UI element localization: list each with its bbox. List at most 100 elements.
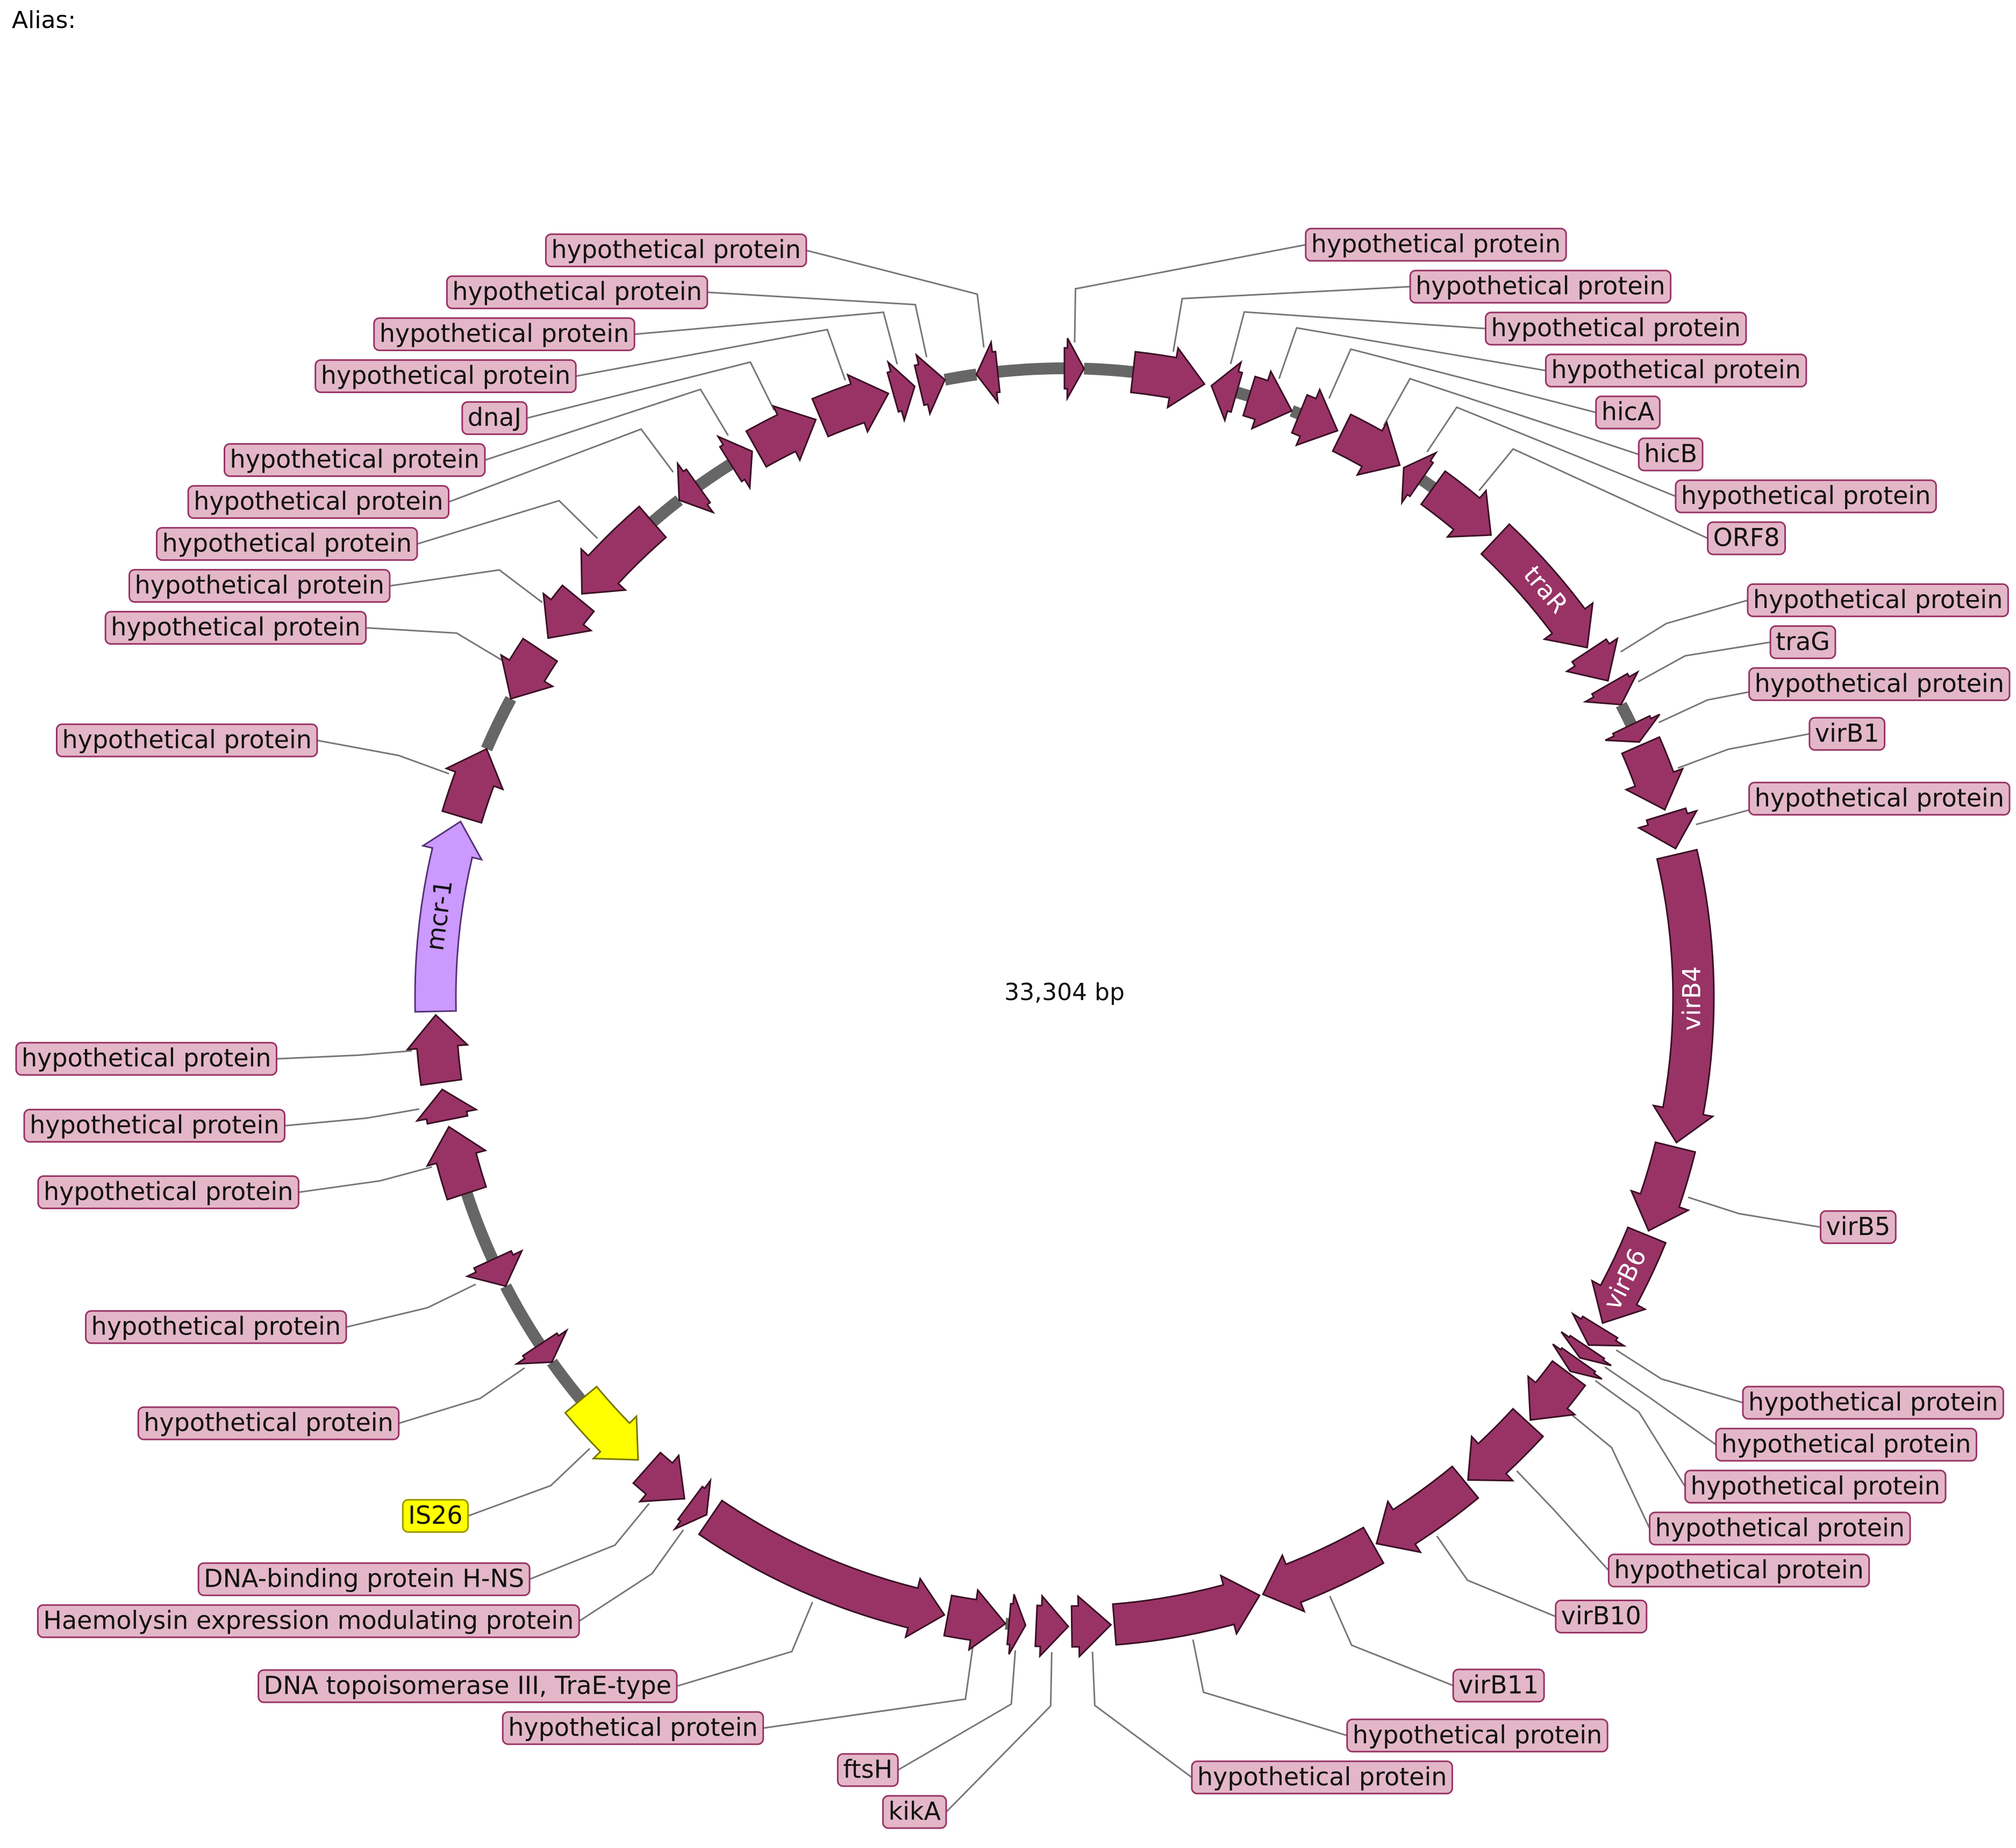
gene-arrow-is26[interactable] — [564, 1385, 639, 1461]
gene-arrow-trag[interactable] — [1582, 670, 1640, 706]
gene-arrow-hypothetical-protein[interactable] — [425, 1125, 488, 1201]
gene-label-hypothetical-protein[interactable]: hypothetical protein — [1346, 1718, 1608, 1753]
gene-label-hypothetical-protein[interactable]: hypothetical protein — [314, 359, 577, 394]
gene-label-haemolysin-expression-modulating-protein[interactable]: Haemolysin expression modulating protein — [37, 1604, 580, 1638]
gene-arrow-hypothetical-protein[interactable] — [1552, 1343, 1603, 1380]
gene-arrow-hica[interactable] — [1291, 387, 1339, 447]
gene-arrow-hypothetical-protein[interactable] — [499, 637, 559, 700]
gene-arrow-hypothetical-protein[interactable] — [464, 1249, 524, 1287]
gene-arrow-hypothetical-protein[interactable] — [1527, 1360, 1586, 1421]
gene-arrow-hypothetical-protein[interactable] — [716, 434, 753, 490]
gene-label-hica[interactable]: hicA — [1595, 395, 1661, 430]
gene-label-hypothetical-protein[interactable]: hypothetical protein — [137, 1406, 400, 1440]
gene-arrow-ftsh[interactable] — [1006, 1594, 1027, 1655]
gene-label-hypothetical-protein[interactable]: hypothetical protein — [23, 1109, 286, 1143]
gene-label-hypothetical-protein[interactable]: hypothetical protein — [15, 1041, 277, 1076]
gene-label-hypothetical-protein[interactable]: hypothetical protein — [1675, 479, 1937, 513]
gene-label-hypothetical-protein[interactable]: hypothetical protein — [104, 611, 367, 645]
gene-arrow-orf8[interactable] — [1420, 470, 1492, 538]
gene-label-text: DNA topoisomerase III, TraE-type — [264, 1671, 671, 1700]
gene-arrow-dna-binding-protein-h-ns[interactable] — [632, 1451, 685, 1503]
gene-label-hypothetical-protein[interactable]: hypothetical protein — [224, 443, 486, 477]
gene-label-hypothetical-protein[interactable]: hypothetical protein — [446, 275, 709, 310]
gene-arrow-virb1[interactable] — [1621, 736, 1684, 811]
gene-arrow-hypothetical-protein[interactable] — [513, 1328, 569, 1365]
gene-arrow-hypothetical-protein[interactable] — [1564, 637, 1619, 682]
gene-arrow-mcr-1[interactable] — [414, 820, 483, 1013]
gene-arrow-hypothetical-protein[interactable] — [580, 505, 667, 595]
gene-arrow-hypothetical-protein[interactable] — [975, 339, 1001, 405]
gene-arrow-hypothetical-protein[interactable] — [1112, 1574, 1261, 1646]
gene-label-dna-topoisomerase-iii-trae-type[interactable]: DNA topoisomerase III, TraE-type — [258, 1669, 678, 1703]
gene-arrow-hypothetical-protein[interactable] — [405, 1014, 469, 1086]
gene-label-hypothetical-protein[interactable]: hypothetical protein — [55, 723, 318, 758]
gene-arrow-hypothetical-protein[interactable] — [542, 584, 595, 639]
gene-label-hypothetical-protein[interactable]: hypothetical protein — [502, 1711, 764, 1745]
gene-label-hypothetical-protein[interactable]: hypothetical protein — [1545, 353, 1807, 388]
gene-arrow-hypothetical-protein[interactable] — [1070, 1594, 1112, 1659]
gene-label-hypothetical-protein[interactable]: hypothetical protein — [1748, 781, 2011, 816]
gene-arrow-hypothetical-protein[interactable] — [1242, 369, 1293, 430]
gene-label-dna-binding-protein-h-ns[interactable]: DNA-binding protein H-NS — [197, 1562, 531, 1596]
gene-label-hicb[interactable]: hicB — [1638, 437, 1704, 472]
gene-label-box — [837, 1753, 899, 1787]
gene-arrow-dnaj[interactable] — [745, 404, 817, 468]
gene-arrow-hypothetical-protein[interactable] — [676, 461, 716, 515]
gene-arrow-hicb[interactable] — [1332, 413, 1401, 476]
gene-arrow-hypothetical-protein[interactable] — [913, 353, 946, 417]
gene-label-dnaj[interactable]: dnaJ — [461, 401, 528, 436]
gene-arrow-virb4[interactable] — [1652, 848, 1715, 1144]
gene-arrow-hypothetical-protein[interactable] — [1129, 346, 1206, 409]
gene-arrow-haemolysin-expression-modulating-protein[interactable] — [672, 1478, 712, 1531]
gene-label-virb5[interactable]: virB5 — [1820, 1210, 1897, 1244]
gene-arrow-hypothetical-protein[interactable] — [1636, 807, 1698, 850]
gene-arrow-hypothetical-protein[interactable] — [441, 747, 505, 824]
gene-label-hypothetical-protein[interactable]: hypothetical protein — [1409, 269, 1672, 304]
gene-arrow-virb11[interactable] — [1262, 1526, 1385, 1613]
gene-arrow-kika[interactable] — [1034, 1594, 1070, 1659]
gene-arrow-hypothetical-protein[interactable] — [1467, 1408, 1545, 1482]
gene-arrow-virb5[interactable] — [1629, 1141, 1697, 1232]
gene-arrow-virb10[interactable] — [1375, 1465, 1479, 1554]
gene-label-hypothetical-protein[interactable]: hypothetical protein — [37, 1175, 299, 1209]
gene-label-hypothetical-protein[interactable]: hypothetical protein — [1742, 1386, 2004, 1420]
gene-arrow-hypothetical-protein[interactable] — [1210, 360, 1243, 423]
gene-arrow-hypothetical-protein[interactable] — [943, 1588, 1007, 1652]
gene-label-hypothetical-protein[interactable]: hypothetical protein — [1715, 1428, 1977, 1462]
gene-arrow-hypothetical-protein[interactable] — [1560, 1331, 1612, 1367]
gene-label-virb10[interactable]: virB10 — [1555, 1599, 1648, 1633]
gene-label-hypothetical-protein[interactable]: hypothetical protein — [1747, 583, 2009, 617]
gene-label-hypothetical-protein[interactable]: hypothetical protein — [1684, 1469, 1947, 1504]
gene-arrow-trar[interactable] — [1480, 523, 1594, 649]
gene-label-hypothetical-protein[interactable]: hypothetical protein — [1191, 1760, 1453, 1795]
gene-arrow-virb6[interactable] — [1591, 1226, 1667, 1324]
gene-label-box — [1346, 1718, 1608, 1753]
gene-arrow-hypothetical-protein[interactable] — [415, 1088, 478, 1125]
gene-label-virb1[interactable]: virB1 — [1808, 717, 1886, 751]
gene-label-hypothetical-protein[interactable]: hypothetical protein — [545, 233, 807, 268]
gene-label-box — [15, 1041, 277, 1076]
gene-label-hypothetical-protein[interactable]: hypothetical protein — [1649, 1511, 1911, 1546]
gene-label-ftsh[interactable]: ftsH — [837, 1753, 899, 1787]
gene-arrow-hypothetical-protein[interactable] — [886, 360, 916, 423]
gene-label-kika[interactable]: kikA — [882, 1795, 947, 1829]
gene-label-hypothetical-protein[interactable]: hypothetical protein — [373, 317, 635, 352]
gene-label-hypothetical-protein[interactable]: hypothetical protein — [1305, 227, 1567, 262]
gene-label-trag[interactable]: traG — [1769, 625, 1836, 659]
gene-label-is26[interactable]: IS26 — [402, 1499, 469, 1533]
gene-arrow-dna-topoisomerase-iii-trae-type[interactable] — [698, 1499, 946, 1639]
gene-arrow-hypothetical-protein[interactable] — [1063, 338, 1085, 402]
gene-arrow-hypothetical-protein[interactable] — [1605, 713, 1661, 743]
gene-arrow-hypothetical-protein[interactable] — [1400, 451, 1439, 505]
gene-label-hypothetical-protein[interactable]: hypothetical protein — [156, 527, 418, 561]
gene-arrow-hypothetical-protein[interactable] — [811, 373, 890, 438]
gene-label-hypothetical-protein[interactable]: hypothetical protein — [1607, 1553, 1870, 1588]
gene-label-hypothetical-protein[interactable]: hypothetical protein — [85, 1310, 347, 1344]
gene-label-virb11[interactable]: virB11 — [1452, 1668, 1545, 1703]
gene-label-hypothetical-protein[interactable]: hypothetical protein — [1748, 667, 2011, 701]
gene-label-hypothetical-protein[interactable]: hypothetical protein — [128, 569, 391, 603]
gene-label-hypothetical-protein[interactable]: hypothetical protein — [187, 485, 450, 519]
gene-label-hypothetical-protein[interactable]: hypothetical protein — [1484, 311, 1747, 346]
gene-arrow-hypothetical-protein[interactable] — [1571, 1311, 1627, 1347]
gene-label-orf8[interactable]: ORF8 — [1707, 521, 1786, 555]
